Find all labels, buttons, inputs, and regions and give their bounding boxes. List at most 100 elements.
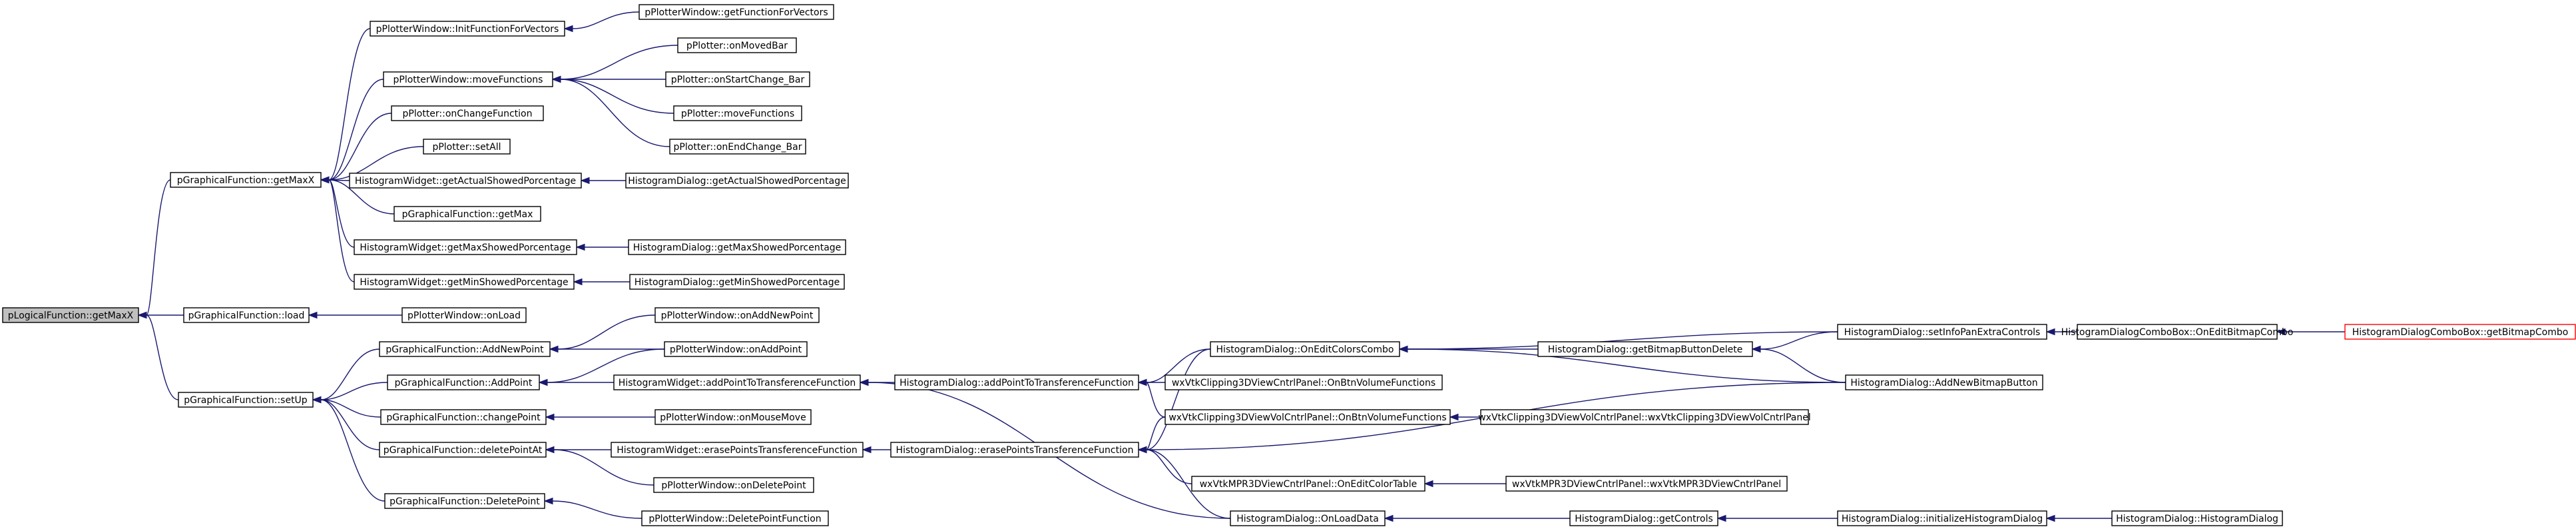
function-node[interactable]: pPlotterWindow::moveFunctions xyxy=(383,71,553,87)
node-box[interactable] xyxy=(383,71,553,87)
function-node[interactable]: pPlotterWindow::DeletePointFunction xyxy=(641,510,829,526)
function-node[interactable]: HistogramWidget::getActualShowedPorcenta… xyxy=(349,173,582,189)
function-node[interactable]: wxVtkClipping3DViewCntrlPanel::OnBtnVolu… xyxy=(1164,374,1443,390)
function-node[interactable]: pGraphicalFunction::deletePointAt xyxy=(379,442,547,458)
node-box[interactable] xyxy=(170,172,322,188)
function-node[interactable]: pPlotterWindow::getFunctionForVectors xyxy=(639,4,834,20)
node-box[interactable] xyxy=(641,510,829,526)
function-node[interactable]: pPlotterWindow::InitFunctionForVectors xyxy=(370,21,565,37)
node-box[interactable] xyxy=(1537,341,1753,357)
node-box[interactable] xyxy=(628,239,846,255)
function-node[interactable]: pGraphicalFunction::getMaxX xyxy=(170,172,322,188)
node-box[interactable] xyxy=(1837,510,2047,526)
node-box[interactable] xyxy=(669,139,806,155)
function-node[interactable]: pPlotter::onMovedBar xyxy=(677,37,797,53)
node-box[interactable] xyxy=(629,274,845,290)
node-box[interactable] xyxy=(393,206,541,222)
function-node[interactable]: HistogramWidget::getMaxShowedPorcentage xyxy=(354,239,577,255)
function-node[interactable]: pGraphicalFunction::AddNewPoint xyxy=(379,341,551,357)
function-node[interactable]: HistogramDialogComboBox::OnEditBitmapCom… xyxy=(2061,324,2294,340)
function-node[interactable]: HistogramDialog::getControls xyxy=(1569,510,1718,526)
node-box[interactable] xyxy=(183,307,310,323)
function-node[interactable]: HistogramDialog::setInfoPanExtraControls xyxy=(1837,324,2047,340)
function-node[interactable]: pGraphicalFunction::AddPoint xyxy=(387,374,540,390)
function-node[interactable]: HistogramWidget::getMinShowedPorcentage xyxy=(354,274,575,290)
function-node[interactable]: HistogramDialog::AddNewBitmapButton xyxy=(1845,374,2043,390)
node-box[interactable] xyxy=(2077,324,2278,340)
node-box[interactable] xyxy=(653,477,814,493)
node-box[interactable] xyxy=(890,442,1139,458)
function-node[interactable]: pPlotterWindow::onLoad xyxy=(401,307,527,323)
node-box[interactable] xyxy=(654,307,820,323)
function-node[interactable]: pGraphicalFunction::setUp xyxy=(178,392,314,408)
node-box[interactable] xyxy=(354,274,575,290)
node-box[interactable] xyxy=(379,442,547,458)
function-node[interactable]: HistogramDialog::getMinShowedPorcentage xyxy=(629,274,845,290)
node-box[interactable] xyxy=(1230,510,1386,526)
function-node[interactable]: HistogramDialog::initializeHistogramDial… xyxy=(1837,510,2047,526)
node-box[interactable] xyxy=(625,173,849,189)
node-box[interactable] xyxy=(1191,476,1425,492)
node-box[interactable] xyxy=(349,173,582,189)
node-box[interactable] xyxy=(2,307,139,323)
root-function-node[interactable]: pLogicalFunction::getMaxX xyxy=(2,307,139,323)
function-node[interactable]: pPlotter::onStartChange_Bar xyxy=(665,71,810,87)
node-box[interactable] xyxy=(1164,374,1443,390)
node-box[interactable] xyxy=(1164,409,1451,425)
node-box[interactable] xyxy=(613,374,861,390)
node-box[interactable] xyxy=(380,409,547,425)
function-node[interactable]: wxVtkMPR3DViewCntrlPanel::wxVtkMPR3DView… xyxy=(1505,476,1788,492)
function-node[interactable]: pPlotter::setAll xyxy=(423,139,511,155)
function-node[interactable]: HistogramDialogComboBox::getBitmapCombo xyxy=(2344,324,2576,340)
node-box[interactable] xyxy=(1569,510,1718,526)
node-box[interactable] xyxy=(673,105,802,121)
function-node[interactable]: pPlotterWindow::onAddPoint xyxy=(664,341,808,357)
node-box[interactable] xyxy=(379,341,551,357)
function-node[interactable]: HistogramWidget::erasePointsTransference… xyxy=(611,442,864,458)
node-box[interactable] xyxy=(370,21,565,37)
function-node[interactable]: wxVtkClipping3DViewVolCntrlPanel::OnBtnV… xyxy=(1164,409,1451,425)
function-node[interactable]: wxVtkClipping3DViewVolCntrlPanel::wxVtkC… xyxy=(1478,409,1811,425)
function-node[interactable]: wxVtkMPR3DViewCntrlPanel::OnEditColorTab… xyxy=(1191,476,1425,492)
node-box[interactable] xyxy=(178,392,314,408)
node-box[interactable] xyxy=(677,37,797,53)
node-box[interactable] xyxy=(401,307,527,323)
node-box[interactable] xyxy=(2344,324,2576,340)
node-box[interactable] xyxy=(654,409,812,425)
node-box[interactable] xyxy=(354,239,577,255)
node-box[interactable] xyxy=(384,493,545,509)
node-box[interactable] xyxy=(423,139,511,155)
function-node[interactable]: pPlotter::moveFunctions xyxy=(673,105,802,121)
node-box[interactable] xyxy=(665,71,810,87)
function-node[interactable]: pPlotterWindow::onMouseMove xyxy=(654,409,812,425)
function-node[interactable]: HistogramDialog::OnLoadData xyxy=(1230,510,1386,526)
function-node[interactable]: pPlotterWindow::onAddNewPoint xyxy=(654,307,820,323)
function-node[interactable]: pPlotter::onChangeFunction xyxy=(391,105,544,121)
function-node[interactable]: pPlotterWindow::onDeletePoint xyxy=(653,477,814,493)
node-box[interactable] xyxy=(639,4,834,20)
node-box[interactable] xyxy=(387,374,540,390)
node-box[interactable] xyxy=(1837,324,2047,340)
node-box[interactable] xyxy=(1845,374,2043,390)
node-box[interactable] xyxy=(391,105,544,121)
function-node[interactable]: pGraphicalFunction::getMax xyxy=(393,206,541,222)
function-node[interactable]: HistogramDialog::getBitmapButtonDelete xyxy=(1537,341,1753,357)
function-node[interactable]: pGraphicalFunction::load xyxy=(183,307,310,323)
function-node[interactable]: pGraphicalFunction::changePoint xyxy=(380,409,547,425)
function-node[interactable]: HistogramDialog::getMaxShowedPorcentage xyxy=(628,239,846,255)
node-box[interactable] xyxy=(2111,510,2283,526)
node-box[interactable] xyxy=(1505,476,1788,492)
node-box[interactable] xyxy=(664,341,808,357)
function-node[interactable]: HistogramDialog::erasePointsTransference… xyxy=(890,442,1139,458)
function-node[interactable]: HistogramDialog::getActualShowedPorcenta… xyxy=(625,173,849,189)
function-node[interactable]: HistogramWidget::addPointToTransferenceF… xyxy=(613,374,861,390)
function-node[interactable]: HistogramDialog::addPointToTransferenceF… xyxy=(894,374,1139,390)
function-node[interactable]: pPlotter::onEndChange_Bar xyxy=(669,139,806,155)
node-box[interactable] xyxy=(611,442,864,458)
function-node[interactable]: pGraphicalFunction::DeletePoint xyxy=(384,493,545,509)
node-box[interactable] xyxy=(1210,341,1400,357)
node-box[interactable] xyxy=(894,374,1139,390)
node-box[interactable] xyxy=(1480,409,1809,425)
function-node[interactable]: HistogramDialog::HistogramDialog xyxy=(2111,510,2283,526)
function-node[interactable]: HistogramDialog::OnEditColorsCombo xyxy=(1210,341,1400,357)
